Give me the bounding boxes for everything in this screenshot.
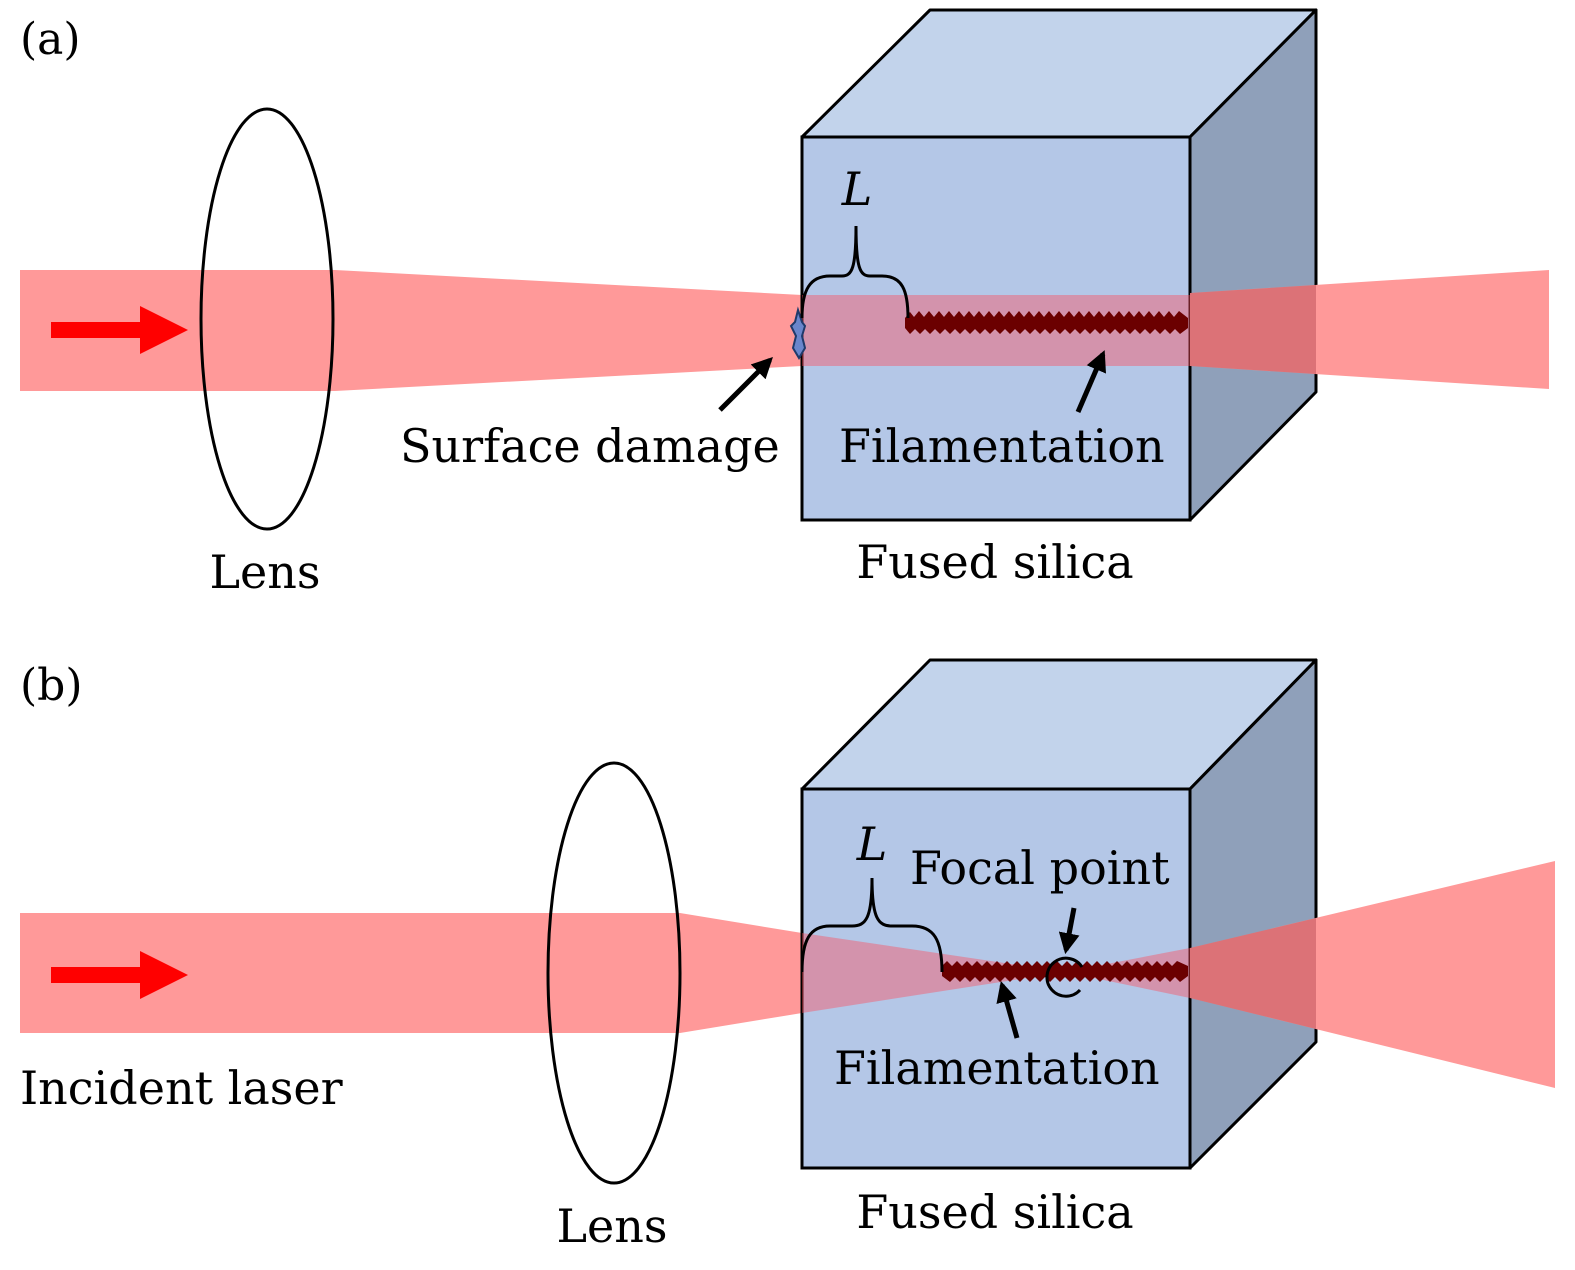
focal-point-label: Focal point xyxy=(910,841,1170,895)
panel-a-label: (a) xyxy=(20,14,81,65)
filament-b xyxy=(942,961,1188,982)
lens-b xyxy=(546,761,682,1185)
surface-damage-mark-icon xyxy=(789,306,807,360)
length-symbol-a: L xyxy=(841,162,873,216)
panel-b-label: (b) xyxy=(20,660,83,711)
focal-point-marker-icon xyxy=(1045,956,1084,998)
block-b-front-face xyxy=(800,787,1192,1170)
surface-damage-label: Surface damage xyxy=(400,419,780,473)
laser-beam-a-incident xyxy=(20,270,802,391)
length-brace-b xyxy=(800,877,944,973)
length-symbol-b: L xyxy=(856,817,888,871)
filamentation-a-label: Filamentation xyxy=(839,419,1165,473)
beam-direction-arrow-icon xyxy=(51,306,188,354)
fused-silica-block-b xyxy=(800,658,1318,1170)
lens-b-label: Lens xyxy=(556,1199,667,1253)
filamentation-b-label: Filamentation xyxy=(834,1041,1160,1095)
laser-beam-b-side-overlap xyxy=(1190,918,1316,1029)
filamentation-b-pointer-arrow xyxy=(996,980,1020,1039)
surface-damage-pointer-arrow xyxy=(718,357,773,412)
panel-b: (b) Lens L Focal point xyxy=(20,658,1555,1253)
laser-beam-a-side-overlap xyxy=(1190,285,1316,374)
panel-a: (a) Lens L Surface damage xyxy=(20,8,1549,599)
beam-direction-arrow-b-icon xyxy=(51,951,188,999)
fused-silica-b-label: Fused silica xyxy=(856,1185,1133,1239)
focal-point-pointer-arrow xyxy=(1058,907,1080,955)
laser-beam-b-inside xyxy=(802,933,1065,1013)
laser-beam-b-exit xyxy=(1190,861,1555,1088)
laser-beam-a-inside xyxy=(802,295,1190,366)
filament-a xyxy=(905,311,1188,334)
lens-a-label: Lens xyxy=(209,545,320,599)
filamentation-a-pointer-arrow xyxy=(1075,350,1106,413)
lens-a xyxy=(199,107,335,531)
length-brace-a xyxy=(800,225,910,319)
laser-beam-b-incident xyxy=(20,913,802,1033)
laser-beam-a-exit xyxy=(1190,270,1549,389)
fused-silica-a-label: Fused silica xyxy=(856,535,1133,589)
incident-laser-label: Incident laser xyxy=(20,1061,343,1115)
